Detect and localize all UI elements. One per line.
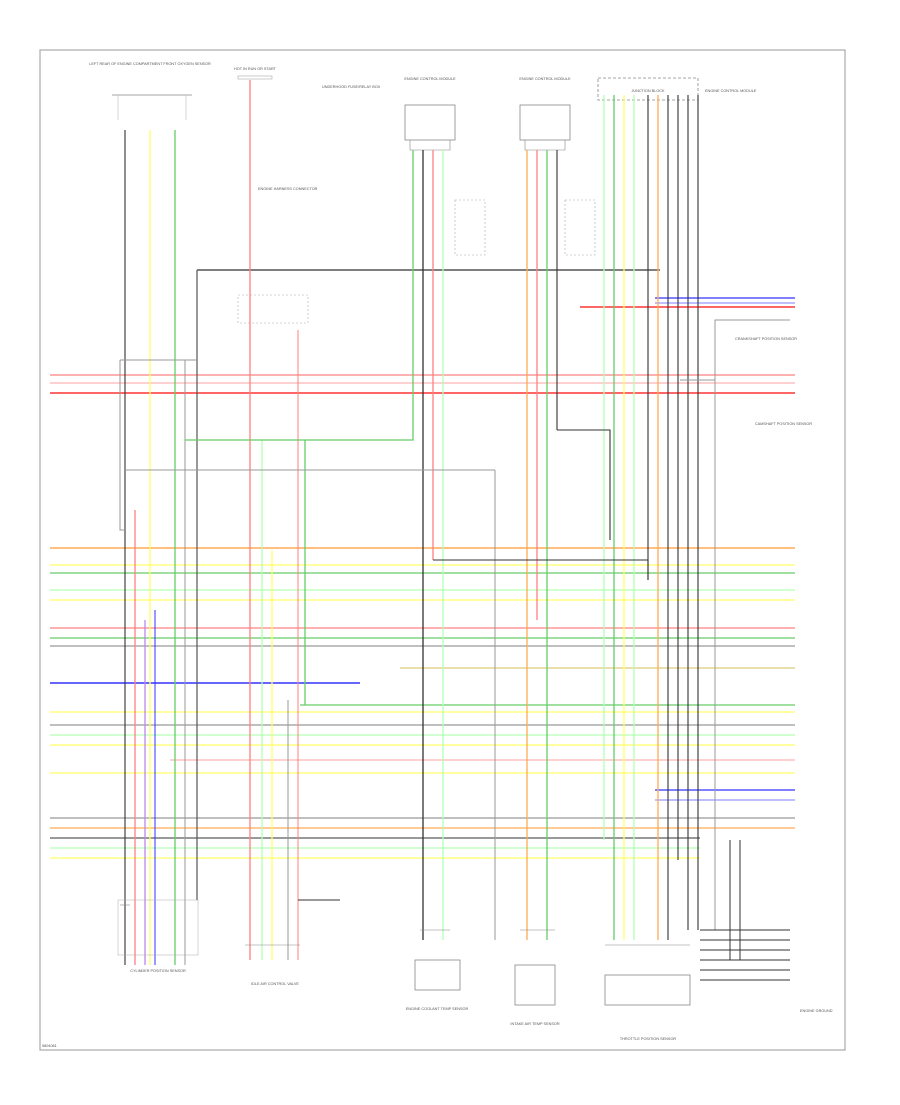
bottom-module-4-label: INTAKE AIR TEMP SENSOR xyxy=(510,1022,559,1026)
engine-connector-label: ENGINE HARNESS CONNECTOR xyxy=(258,187,318,191)
bottom-module-5-label: THROTTLE POSITION SENSOR xyxy=(620,1037,677,1041)
junction-block: JUNCTION BLOCK ENGINE CONTROL MODULE xyxy=(597,77,757,101)
bottom-module-2-label: IDLE AIR CONTROL VALVE xyxy=(251,982,299,986)
right-sensor-crankshaft: CRANKSHAFT POSITION SENSOR xyxy=(735,337,797,341)
hot-in-run-label: HOT IN RUN OR START xyxy=(234,67,277,71)
injector-module-left: ENGINE CONTROL MODULE xyxy=(404,77,456,151)
bottom-module-cylinder-pos: CYLINDER POSITION SENSOR xyxy=(117,899,199,973)
cross-links xyxy=(119,319,790,981)
right-sensor-2-label: CAMSHAFT POSITION SENSOR xyxy=(755,422,812,426)
fuse-block-label: UNDERHOOD FUSE/RELAY BOX xyxy=(322,85,381,89)
bottom-module-1-label: CYLINDER POSITION SENSOR xyxy=(130,969,186,973)
right-ground: ENGINE GROUND xyxy=(800,1009,833,1013)
vertical-wires xyxy=(124,80,741,965)
inj-left-label: ENGINE CONTROL MODULE xyxy=(404,77,456,81)
engine-harness-connector: ENGINE HARNESS CONNECTOR xyxy=(258,187,318,191)
diagram-code: 5804081 xyxy=(42,1044,57,1048)
right-ground-label: ENGINE GROUND xyxy=(800,1009,833,1013)
junction-block-label: JUNCTION BLOCK xyxy=(631,89,665,93)
top-right-relay-label: ENGINE CONTROL MODULE xyxy=(705,89,757,93)
top-left-sensor: LEFT REAR OF ENGINE COMPARTMENT FRONT OX… xyxy=(89,62,211,120)
right-sensor-1-label: CRANKSHAFT POSITION SENSOR xyxy=(735,337,797,341)
top-left-sensor-label: LEFT REAR OF ENGINE COMPARTMENT FRONT OX… xyxy=(89,62,211,66)
bottom-connectors xyxy=(120,904,690,946)
relay-right xyxy=(564,199,596,256)
inj-right-label: ENGINE CONTROL MODULE xyxy=(519,77,571,81)
fuse-block: UNDERHOOD FUSE/RELAY BOX xyxy=(322,85,381,89)
hot-in-run-source: HOT IN RUN OR START xyxy=(234,67,277,80)
bottom-module-intake-air: INTAKE AIR TEMP SENSOR xyxy=(510,964,560,1026)
bottom-module-3-label: ENGINE COOLANT TEMP SENSOR xyxy=(406,1007,469,1011)
right-sensor-camshaft: CAMSHAFT POSITION SENSOR xyxy=(755,422,812,426)
diagram-border xyxy=(39,49,846,1051)
center-switch xyxy=(237,294,309,324)
relay-left xyxy=(454,199,486,256)
bottom-module-coolant-temp: ENGINE COOLANT TEMP SENSOR xyxy=(406,959,469,1011)
bottom-module-throttle-pos: THROTTLE POSITION SENSOR xyxy=(604,974,691,1041)
injector-module-right: ENGINE CONTROL MODULE xyxy=(519,77,571,151)
bottom-module-iac-valve: IDLE AIR CONTROL VALVE xyxy=(251,982,299,986)
